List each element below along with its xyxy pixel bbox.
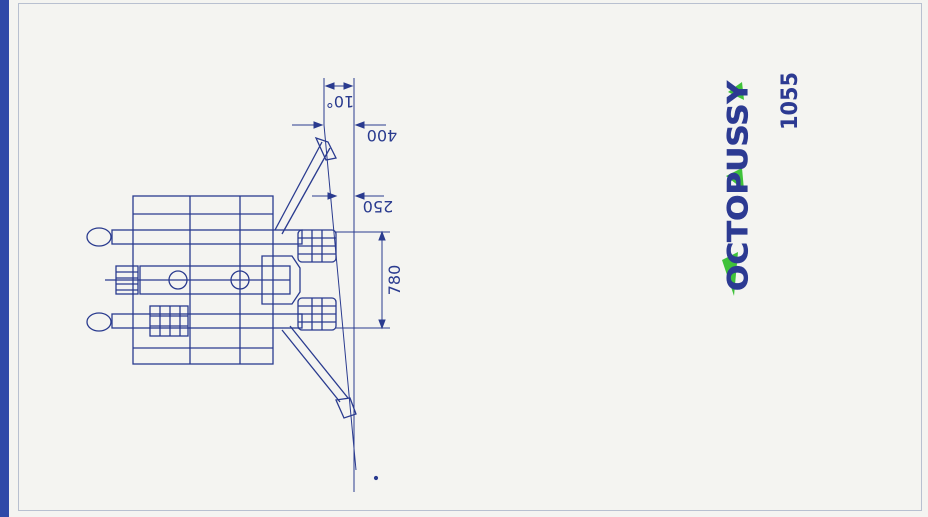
dot-mark <box>373 475 379 481</box>
outrigger-beam-top <box>111 229 303 245</box>
outrigger-arm-top-inner <box>281 147 331 235</box>
arrowhead <box>313 121 324 129</box>
brand-logo: OCTOPUSSY 1055 <box>721 72 803 296</box>
brand-model: 1055 <box>778 72 803 130</box>
logo-accent-shape <box>726 168 744 190</box>
head-plate <box>261 255 301 305</box>
stabilizer-pad-bottom <box>86 312 112 332</box>
arrowhead <box>324 82 335 90</box>
outrigger-arm-bottom-inner <box>289 325 349 399</box>
outrigger-foot-bottom <box>335 397 357 419</box>
label-780: 780 <box>385 265 404 296</box>
arrowhead <box>354 192 365 200</box>
label-400: 400 <box>367 126 398 145</box>
outrigger-beam-bottom <box>111 313 303 329</box>
frame-border <box>18 3 922 511</box>
track-top <box>297 229 337 263</box>
left-border <box>0 0 9 517</box>
arrowhead <box>378 230 386 241</box>
track-bottom <box>297 297 337 331</box>
label-angle: 10° <box>326 92 354 111</box>
pivot-circle <box>168 270 188 290</box>
brand-name: OCTOPUSSY <box>721 80 754 291</box>
counterweight <box>115 265 139 295</box>
outrigger-foot-top <box>314 136 337 161</box>
pivot-circle <box>230 270 250 290</box>
arrowhead <box>354 121 365 129</box>
arrowhead <box>378 319 386 330</box>
control-panel <box>149 305 189 337</box>
label-250: 250 <box>363 197 394 216</box>
outrigger-arm-top <box>274 141 323 231</box>
logo-accent-shape <box>728 82 744 100</box>
machine-top-view <box>86 136 357 419</box>
logo-accent-shape <box>722 252 738 296</box>
angle-line <box>323 124 357 471</box>
outrigger-arm-bottom <box>281 329 341 403</box>
stabilizer-pad-top <box>86 227 112 247</box>
dimension-lines <box>292 78 390 492</box>
arrowhead <box>343 82 354 90</box>
arrowhead <box>327 192 338 200</box>
